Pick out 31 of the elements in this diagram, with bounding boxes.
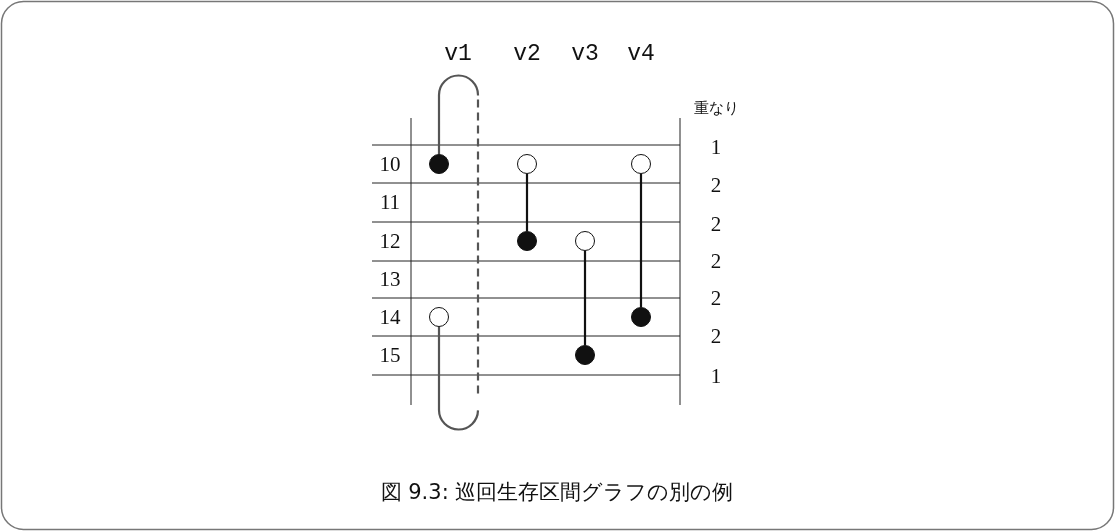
- overlap-count: 2: [710, 174, 722, 196]
- live-range-line: [639, 174, 643, 307]
- solid-dot: [517, 231, 537, 251]
- solid-dot: [631, 307, 651, 327]
- caption: 図 9.3: 巡回生存区間グラフの別の例: [380, 481, 734, 503]
- overlap-count: 2: [710, 213, 722, 235]
- row-number: 15: [379, 344, 401, 366]
- solid-dot: [429, 154, 449, 174]
- overlap-count: 1: [710, 136, 722, 158]
- hollow-circle: [429, 307, 449, 327]
- overlap-count: 2: [710, 325, 722, 347]
- row-number: 13: [379, 268, 401, 290]
- row-number: 11: [379, 191, 401, 213]
- row-number: 14: [379, 306, 401, 328]
- row-number: 12: [379, 230, 401, 252]
- overlap-heading: 重なり: [693, 100, 739, 116]
- live-range-line: [583, 251, 587, 345]
- solid-dot: [575, 345, 595, 365]
- live-range-line: [437, 74, 480, 431]
- overlap-count: 1: [710, 365, 722, 387]
- variable-name: v2: [513, 42, 541, 66]
- variable-name: v3: [571, 42, 599, 66]
- live-range-line: [525, 174, 529, 231]
- hollow-circle: [575, 231, 595, 251]
- hollow-circle: [517, 154, 537, 174]
- hollow-circle: [631, 154, 651, 174]
- overlap-count: 2: [710, 250, 722, 272]
- variable-name: v1: [444, 42, 472, 66]
- variable-name: v4: [627, 42, 655, 66]
- overlap-count: 2: [710, 287, 722, 309]
- row-number: 10: [379, 153, 401, 175]
